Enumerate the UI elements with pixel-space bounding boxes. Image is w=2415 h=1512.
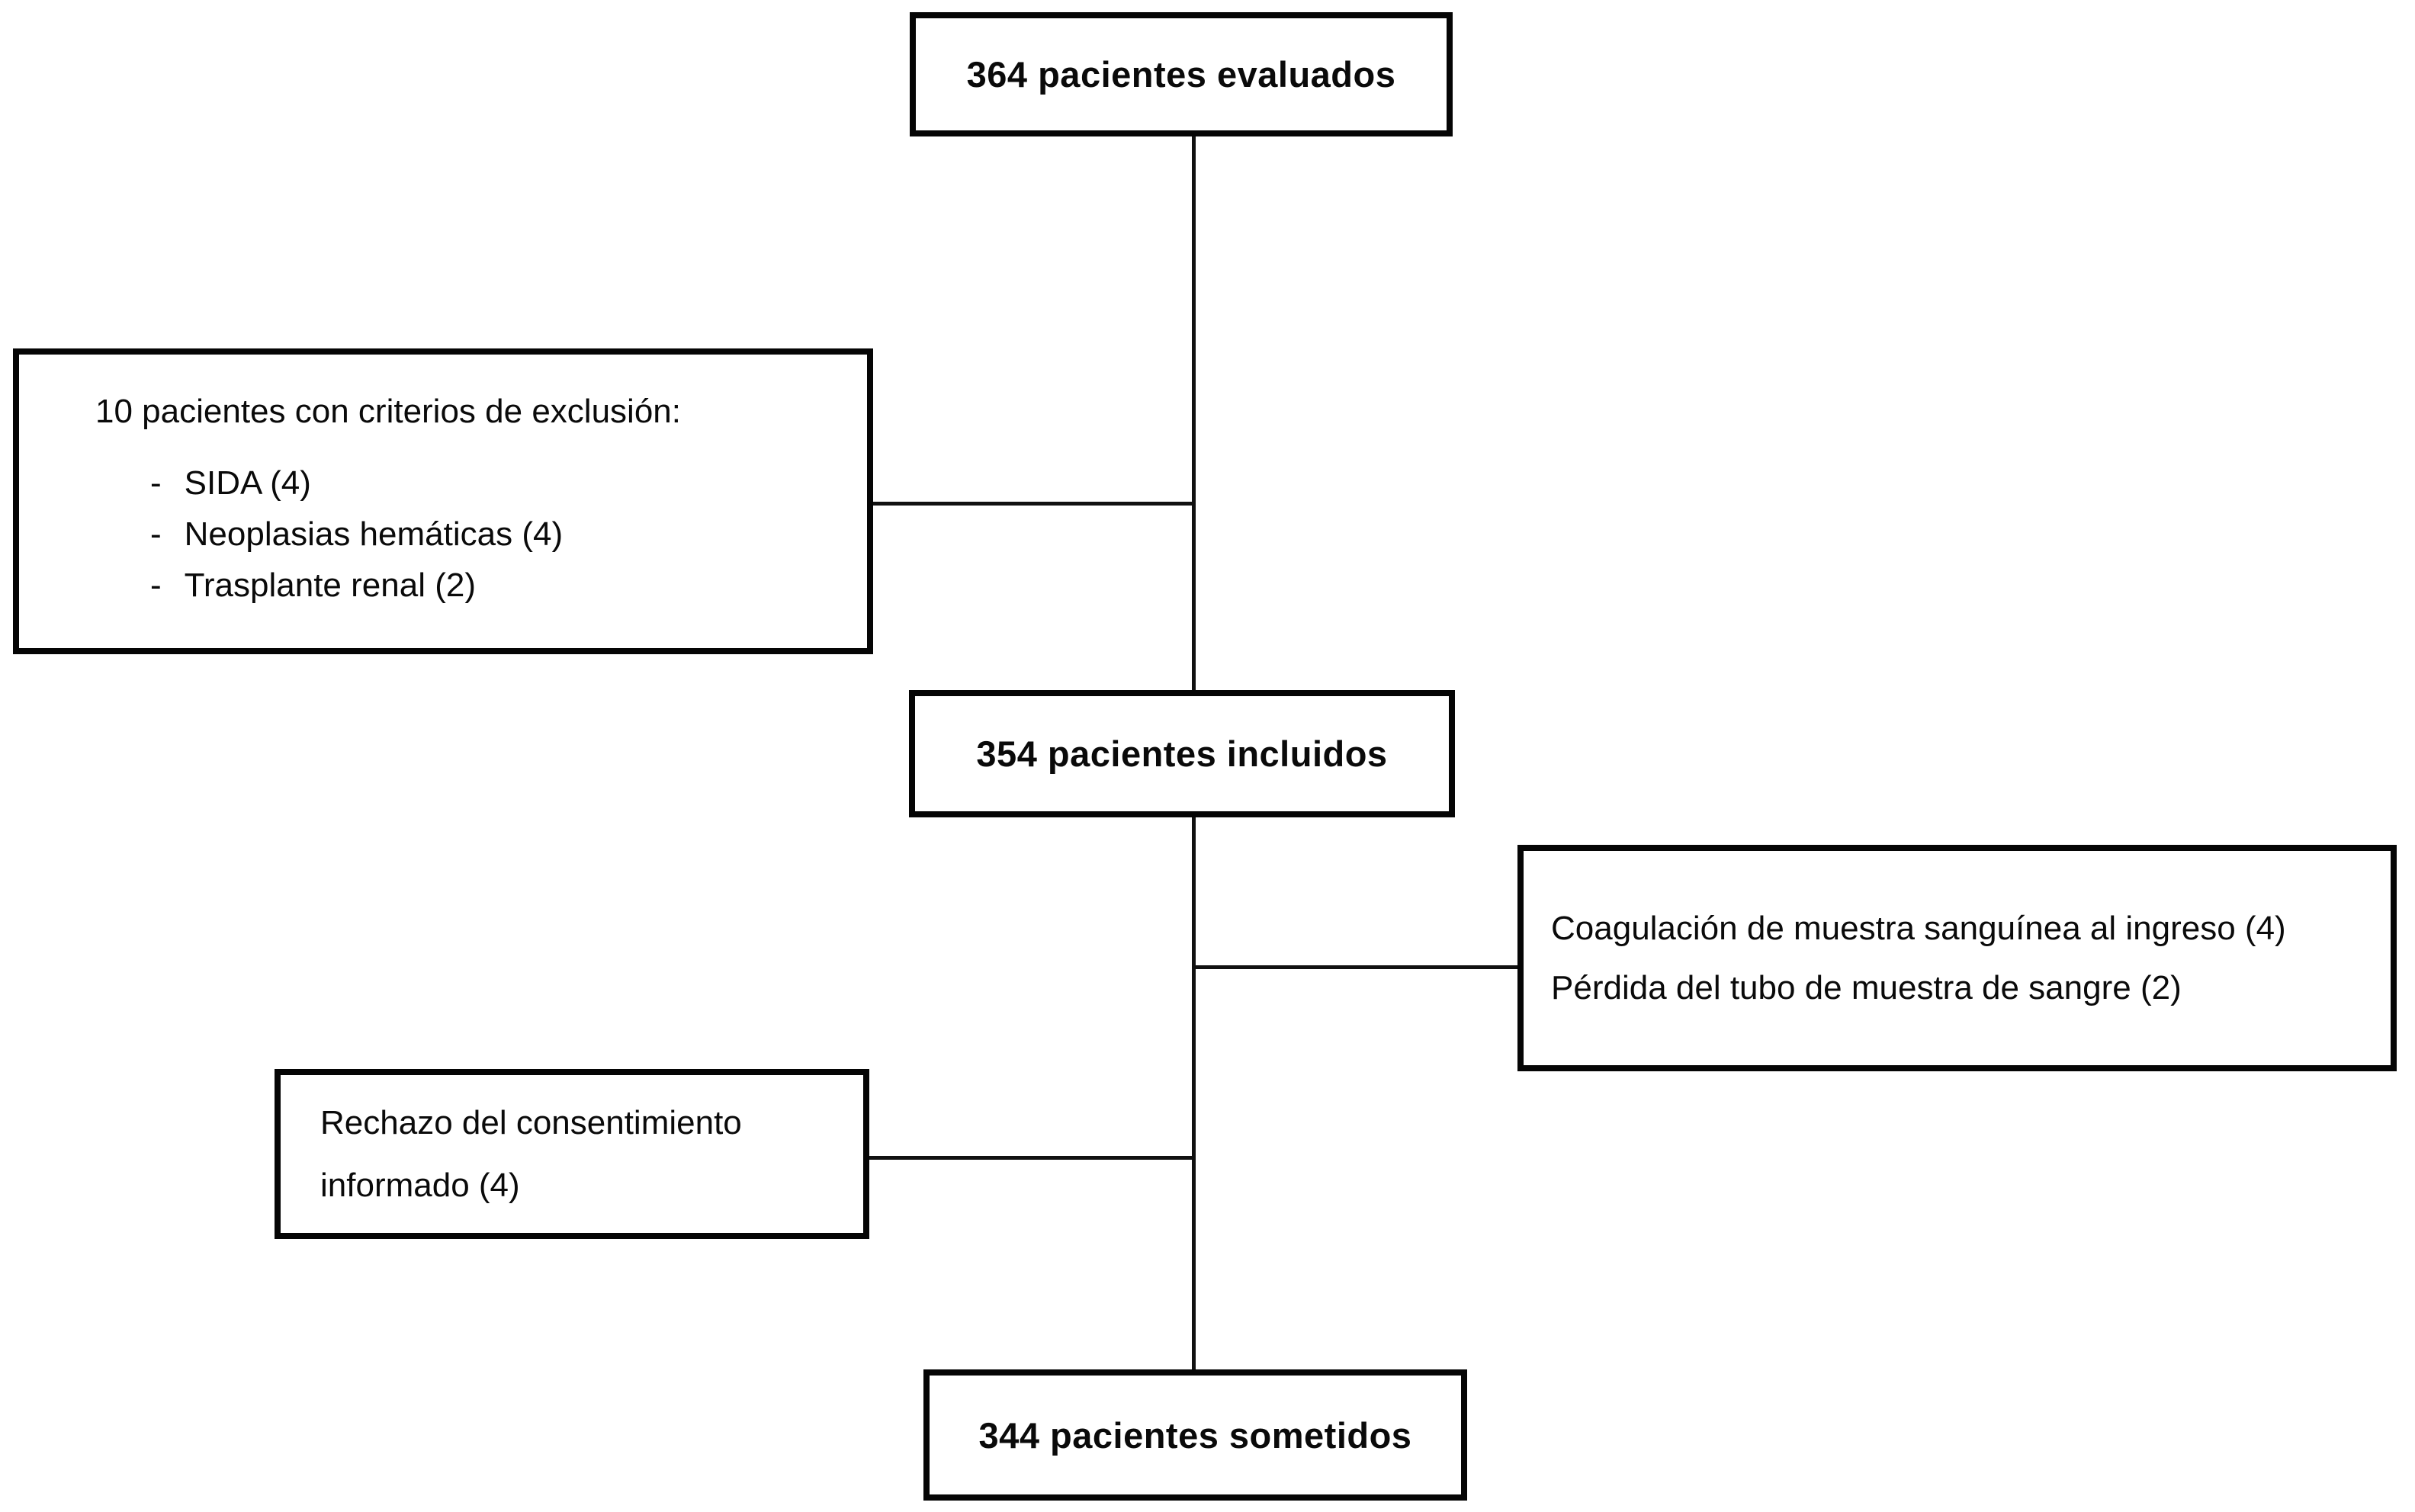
connector-exclusion-branch (872, 502, 1193, 506)
connector-spine-top (1192, 136, 1196, 691)
exclusion-criteria-list: - SIDA (4) - Neoplasias hemáticas (4) - … (150, 466, 867, 603)
connector-sample-loss-branch (1194, 965, 1519, 969)
exclusion-item-label: Trasplante renal (2) (184, 567, 476, 604)
exclusion-item-label: SIDA (4) (184, 464, 311, 502)
exclusion-item-trasplante: - Trasplante renal (2) (150, 568, 867, 603)
bullet-dash-icon: - (150, 515, 162, 553)
exclusion-item-neoplasias: - Neoplasias hemáticas (4) (150, 517, 867, 552)
node-patients-included: 354 pacientes incluidos (909, 690, 1455, 817)
consent-refusal-line: Rechazo del consentimiento (320, 1103, 742, 1141)
node-patients-included-label: 354 pacientes incluidos (976, 734, 1388, 774)
exclusion-criteria-title: 10 pacientes con criterios de exclusión: (95, 393, 681, 430)
connector-spine-bottom (1192, 814, 1196, 1371)
consent-refusal-line: informado (4) (320, 1166, 520, 1204)
sample-loss-line: Pérdida del tubo de muestra de sangre (2… (1551, 968, 2182, 1006)
node-consent-refusal: Rechazo del consentimiento informado (4) (275, 1069, 869, 1239)
node-patients-evaluated: 364 pacientes evaluados (910, 12, 1453, 136)
bullet-dash-icon: - (150, 567, 162, 604)
bullet-dash-icon: - (150, 464, 162, 502)
connector-consent-branch (868, 1156, 1193, 1160)
node-patients-final: 344 pacientes sometidos (923, 1369, 1467, 1501)
exclusion-item-sida: - SIDA (4) (150, 466, 867, 501)
node-exclusion-criteria: 10 pacientes con criterios de exclusión:… (13, 348, 873, 654)
sample-loss-line: Coagulación de muestra sanguínea al ingr… (1551, 909, 2286, 947)
node-sample-loss: Coagulación de muestra sanguínea al ingr… (1517, 845, 2397, 1071)
node-patients-evaluated-label: 364 pacientes evaluados (966, 54, 1396, 95)
node-patients-final-label: 344 pacientes sometidos (978, 1414, 1412, 1456)
exclusion-item-label: Neoplasias hemáticas (4) (184, 515, 564, 553)
